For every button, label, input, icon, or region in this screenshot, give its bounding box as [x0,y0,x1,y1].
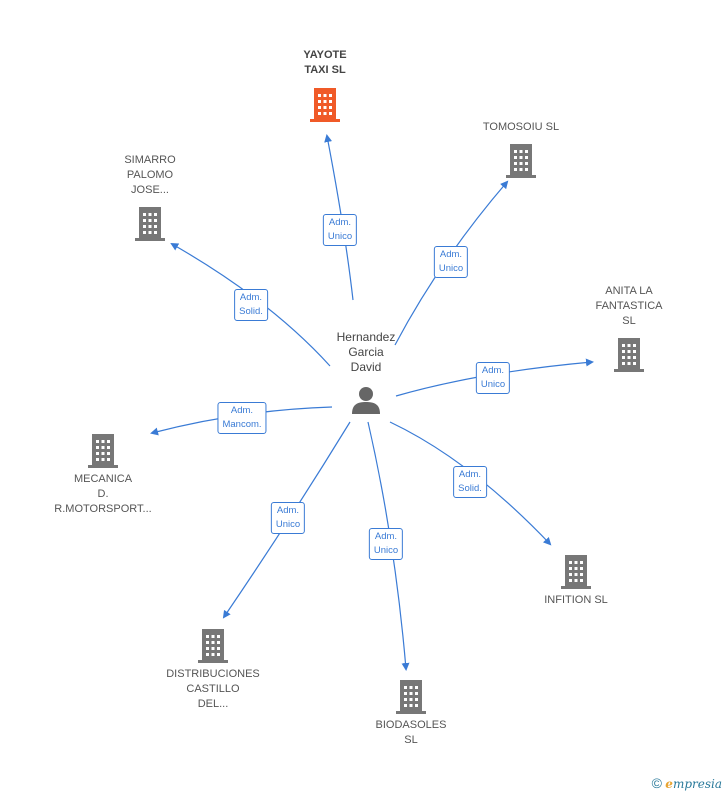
person-icon [352,387,380,414]
building-icon [396,680,426,714]
edge-label-distribuciones[interactable]: Adm. Unico [270,502,306,534]
building-icon [614,338,644,372]
edge-label-simarro[interactable]: Adm. Solid. [234,289,268,321]
company-label: SIMARRO PALOMO JOSE... [124,154,176,196]
edge-label-mecanica[interactable]: Adm. Mancom. [217,402,267,434]
company-label: INFITION SL [544,594,608,606]
company-label: BIODASOLES SL [375,719,447,746]
building-icon [198,629,228,663]
brand-logo: empresia [665,777,722,791]
company-label: ANITA LA FANTASTICA SL [595,285,663,327]
company-label: YAYOTE TAXI SL [303,49,347,76]
edge-label-infition[interactable]: Adm. Solid. [453,466,487,498]
company-label: MECANICA D. R.MOTORSPORT... [54,473,152,515]
edge-label-anita[interactable]: Adm. Unico [475,362,511,394]
building-icon [561,555,591,589]
edge-label-tomosoiu[interactable]: Adm. Unico [433,246,469,278]
footer-brand: © empresia [652,775,722,791]
center-person-label: Hernandez Garcia David [336,330,396,374]
company-label: DISTRIBUCIONES CASTILLO DEL... [166,668,260,710]
edge-label-biodasoles[interactable]: Adm. Unico [368,528,404,560]
company-label: TOMOSOIU SL [482,121,560,133]
edge-label-yayote[interactable]: Adm. Unico [322,214,358,246]
building-icon [310,88,340,122]
building-icon [88,434,118,468]
copyright-icon: © [651,775,662,791]
building-icon [506,144,536,178]
building-icon [135,207,165,241]
